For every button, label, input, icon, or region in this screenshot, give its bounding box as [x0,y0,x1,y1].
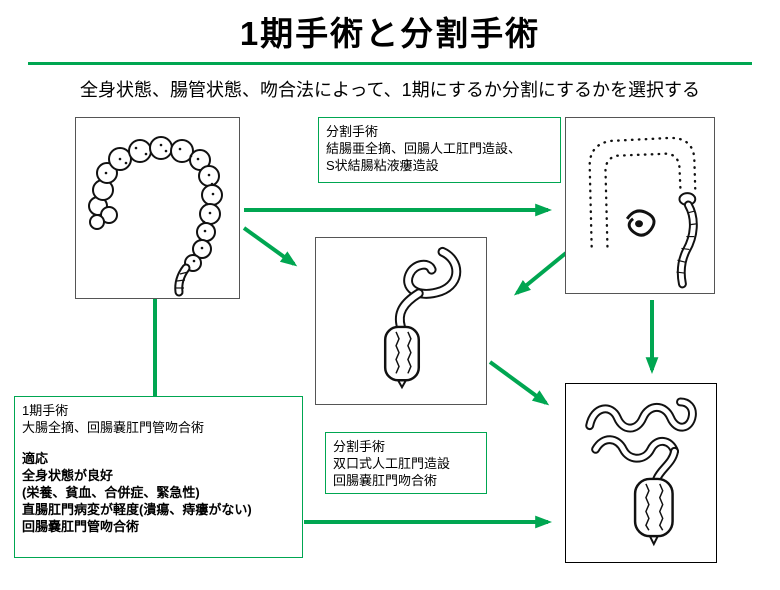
small-bowel-coils [585,397,697,484]
subtotal-colectomy-drawing [588,136,698,289]
ileal-pouch-drawing [383,246,462,390]
arrow-pouch-to-jpouch [488,360,550,406]
arrow-colon-to-pouch [242,226,298,267]
colon-haustra [88,136,223,272]
jpouch-image [565,383,717,563]
text-line: 大腸全摘、回腸嚢肛門管吻合術 [22,420,205,435]
jpouch-body [633,477,674,547]
title-underline [28,62,752,65]
arrow-subtotal-to-pouch [513,251,568,296]
text-line: 回腸嚢肛門吻合術 [333,473,438,488]
ileostomy-stoma [625,209,656,237]
mucosa-speckles [104,143,215,263]
staged-surgery-bottom-box: 分割手術 双口式人工肛門造設 回腸嚢肛門吻合術 [325,432,487,494]
page-title: 1期手術と分割手術 [239,15,541,52]
subtitle: 全身状態、腸管状態、吻合法によって、1期にするか分割にするかを選択する [79,80,701,100]
text-line: S状結腸粘液瘻造設 [326,158,439,173]
text-line: 分割手術 [326,124,379,139]
one-stage-surgery-box: 1期手術 大腸全摘、回腸嚢肛門管吻合術 適応 全身状態が良好 (栄養、貧血、合併… [14,396,303,558]
text-line: 分割手術 [333,439,386,454]
text-line: 1期手術 [22,403,69,418]
blank-line [22,436,295,450]
small-bowel-loop [394,246,462,332]
text-line: 全身状態が良好 [22,468,114,483]
text-line: 双口式人工肛門造設 [333,456,451,471]
text-line: 結腸亜全摘、回腸人工肛門造設、 [326,141,522,156]
text-line: 直腸肛門病変が軽度(潰瘍、痔瘻がない) [22,502,252,517]
pouch-body [383,325,421,390]
ileal-pouch-image [315,237,487,405]
text-line: (栄養、貧血、合併症、緊急性) [22,485,200,500]
subtotal-colectomy-image [565,117,715,294]
text-line: 回腸嚢肛門管吻合術 [22,519,140,534]
jpouch-drawing [585,397,697,547]
total-colon-drawing [88,136,223,297]
total-colon-image [75,117,240,299]
staged-surgery-top-box: 分割手術 結腸亜全摘、回腸人工肛門造設、 S状結腸粘液瘻造設 [318,117,561,183]
rectal-stump [676,192,698,289]
rectum-tube [174,263,191,297]
resected-colon-dotted-outline [588,136,697,248]
indication-heading: 適応 [22,451,49,466]
